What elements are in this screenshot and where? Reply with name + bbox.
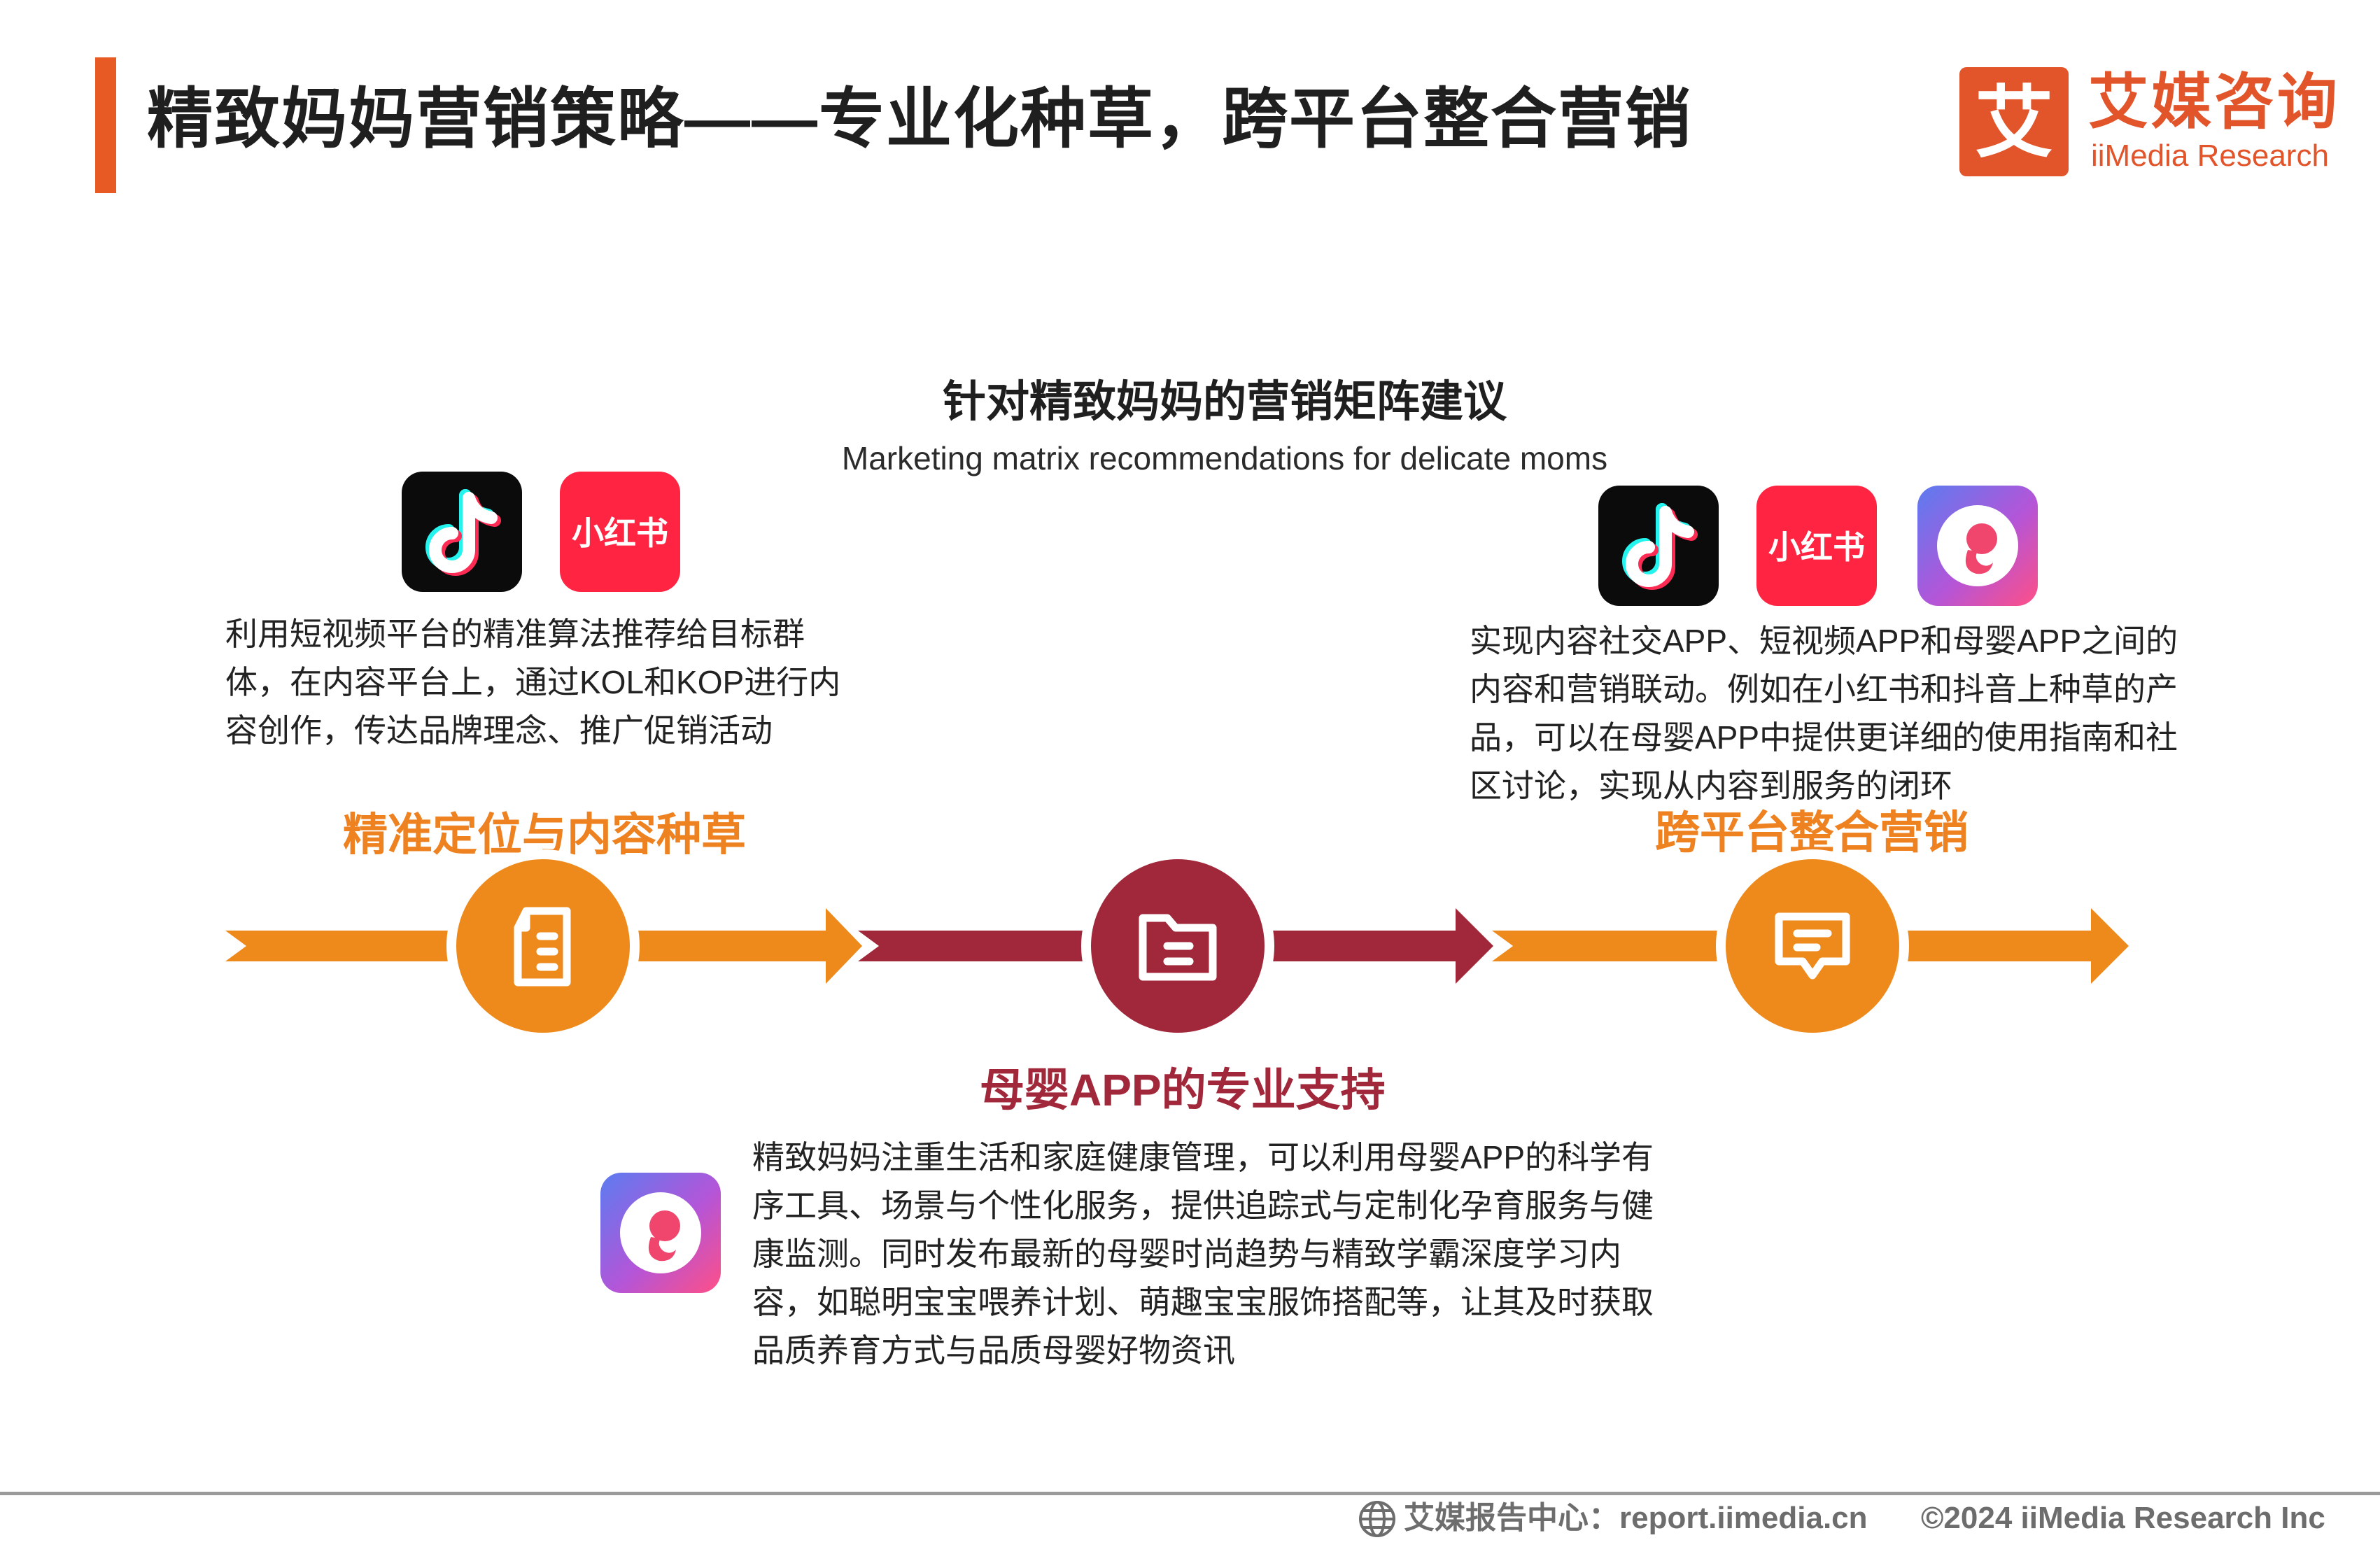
baby-app-icon [600, 1173, 721, 1293]
xiaohongshu-icon: 小红书 [560, 472, 680, 592]
xiaohongshu-icon-text: 小红书 [1768, 528, 1865, 566]
douyin-icon [402, 472, 522, 592]
page-title: 精致妈妈营销策略——专业化种草，跨平台整合营销 [147, 82, 1693, 155]
baby-app-icon [1917, 486, 2038, 606]
douyin-icon [1598, 486, 1719, 606]
middle-description: 精致妈妈注重生活和家庭健康管理，可以利用母婴APP的科学有序工具、场景与个性化服… [752, 1139, 1654, 1369]
middle-section-label: 母婴APP的专业支持 [980, 1065, 1386, 1115]
xiaohongshu-icon: 小红书 [1756, 486, 1877, 606]
folder-icon [1081, 849, 1274, 1043]
document-icon [446, 849, 640, 1043]
globe-icon [1358, 1499, 1397, 1539]
footer-source[interactable]: 艾媒报告中心：report.iimedia.cn [1404, 1501, 1868, 1535]
right-section-label: 跨平台整合营销 [1655, 807, 1969, 858]
matrix-title: 针对精致妈妈的营销矩阵建议 [942, 378, 1507, 426]
matrix-subtitle: Marketing matrix recommendations for del… [841, 440, 1608, 476]
iimedia-logo-icon: 艾 [1959, 67, 2069, 176]
flow-diagram [0, 840, 2380, 1064]
logo-mark-char: 艾 [1975, 78, 2053, 169]
left-description: 利用短视频平台的精准算法推荐给目标群体，在内容平台上，通过KOL和KOP进行内容… [225, 616, 841, 749]
footer-copyright: ©2024 iiMedia Research Inc [1921, 1501, 2325, 1535]
logo-name-en: iiMedia Research [2091, 139, 2329, 173]
footer-divider [0, 1492, 2380, 1495]
xiaohongshu-icon-text: 小红书 [572, 514, 668, 552]
right-description: 实现内容社交APP、短视频APP和母婴APP之间的内容和营销联动。例如在小红书和… [1470, 623, 2178, 804]
chat-icon [1716, 849, 1909, 1043]
logo-name-cn: 艾媒咨询 [2088, 69, 2340, 136]
title-accent-bar [95, 57, 116, 193]
